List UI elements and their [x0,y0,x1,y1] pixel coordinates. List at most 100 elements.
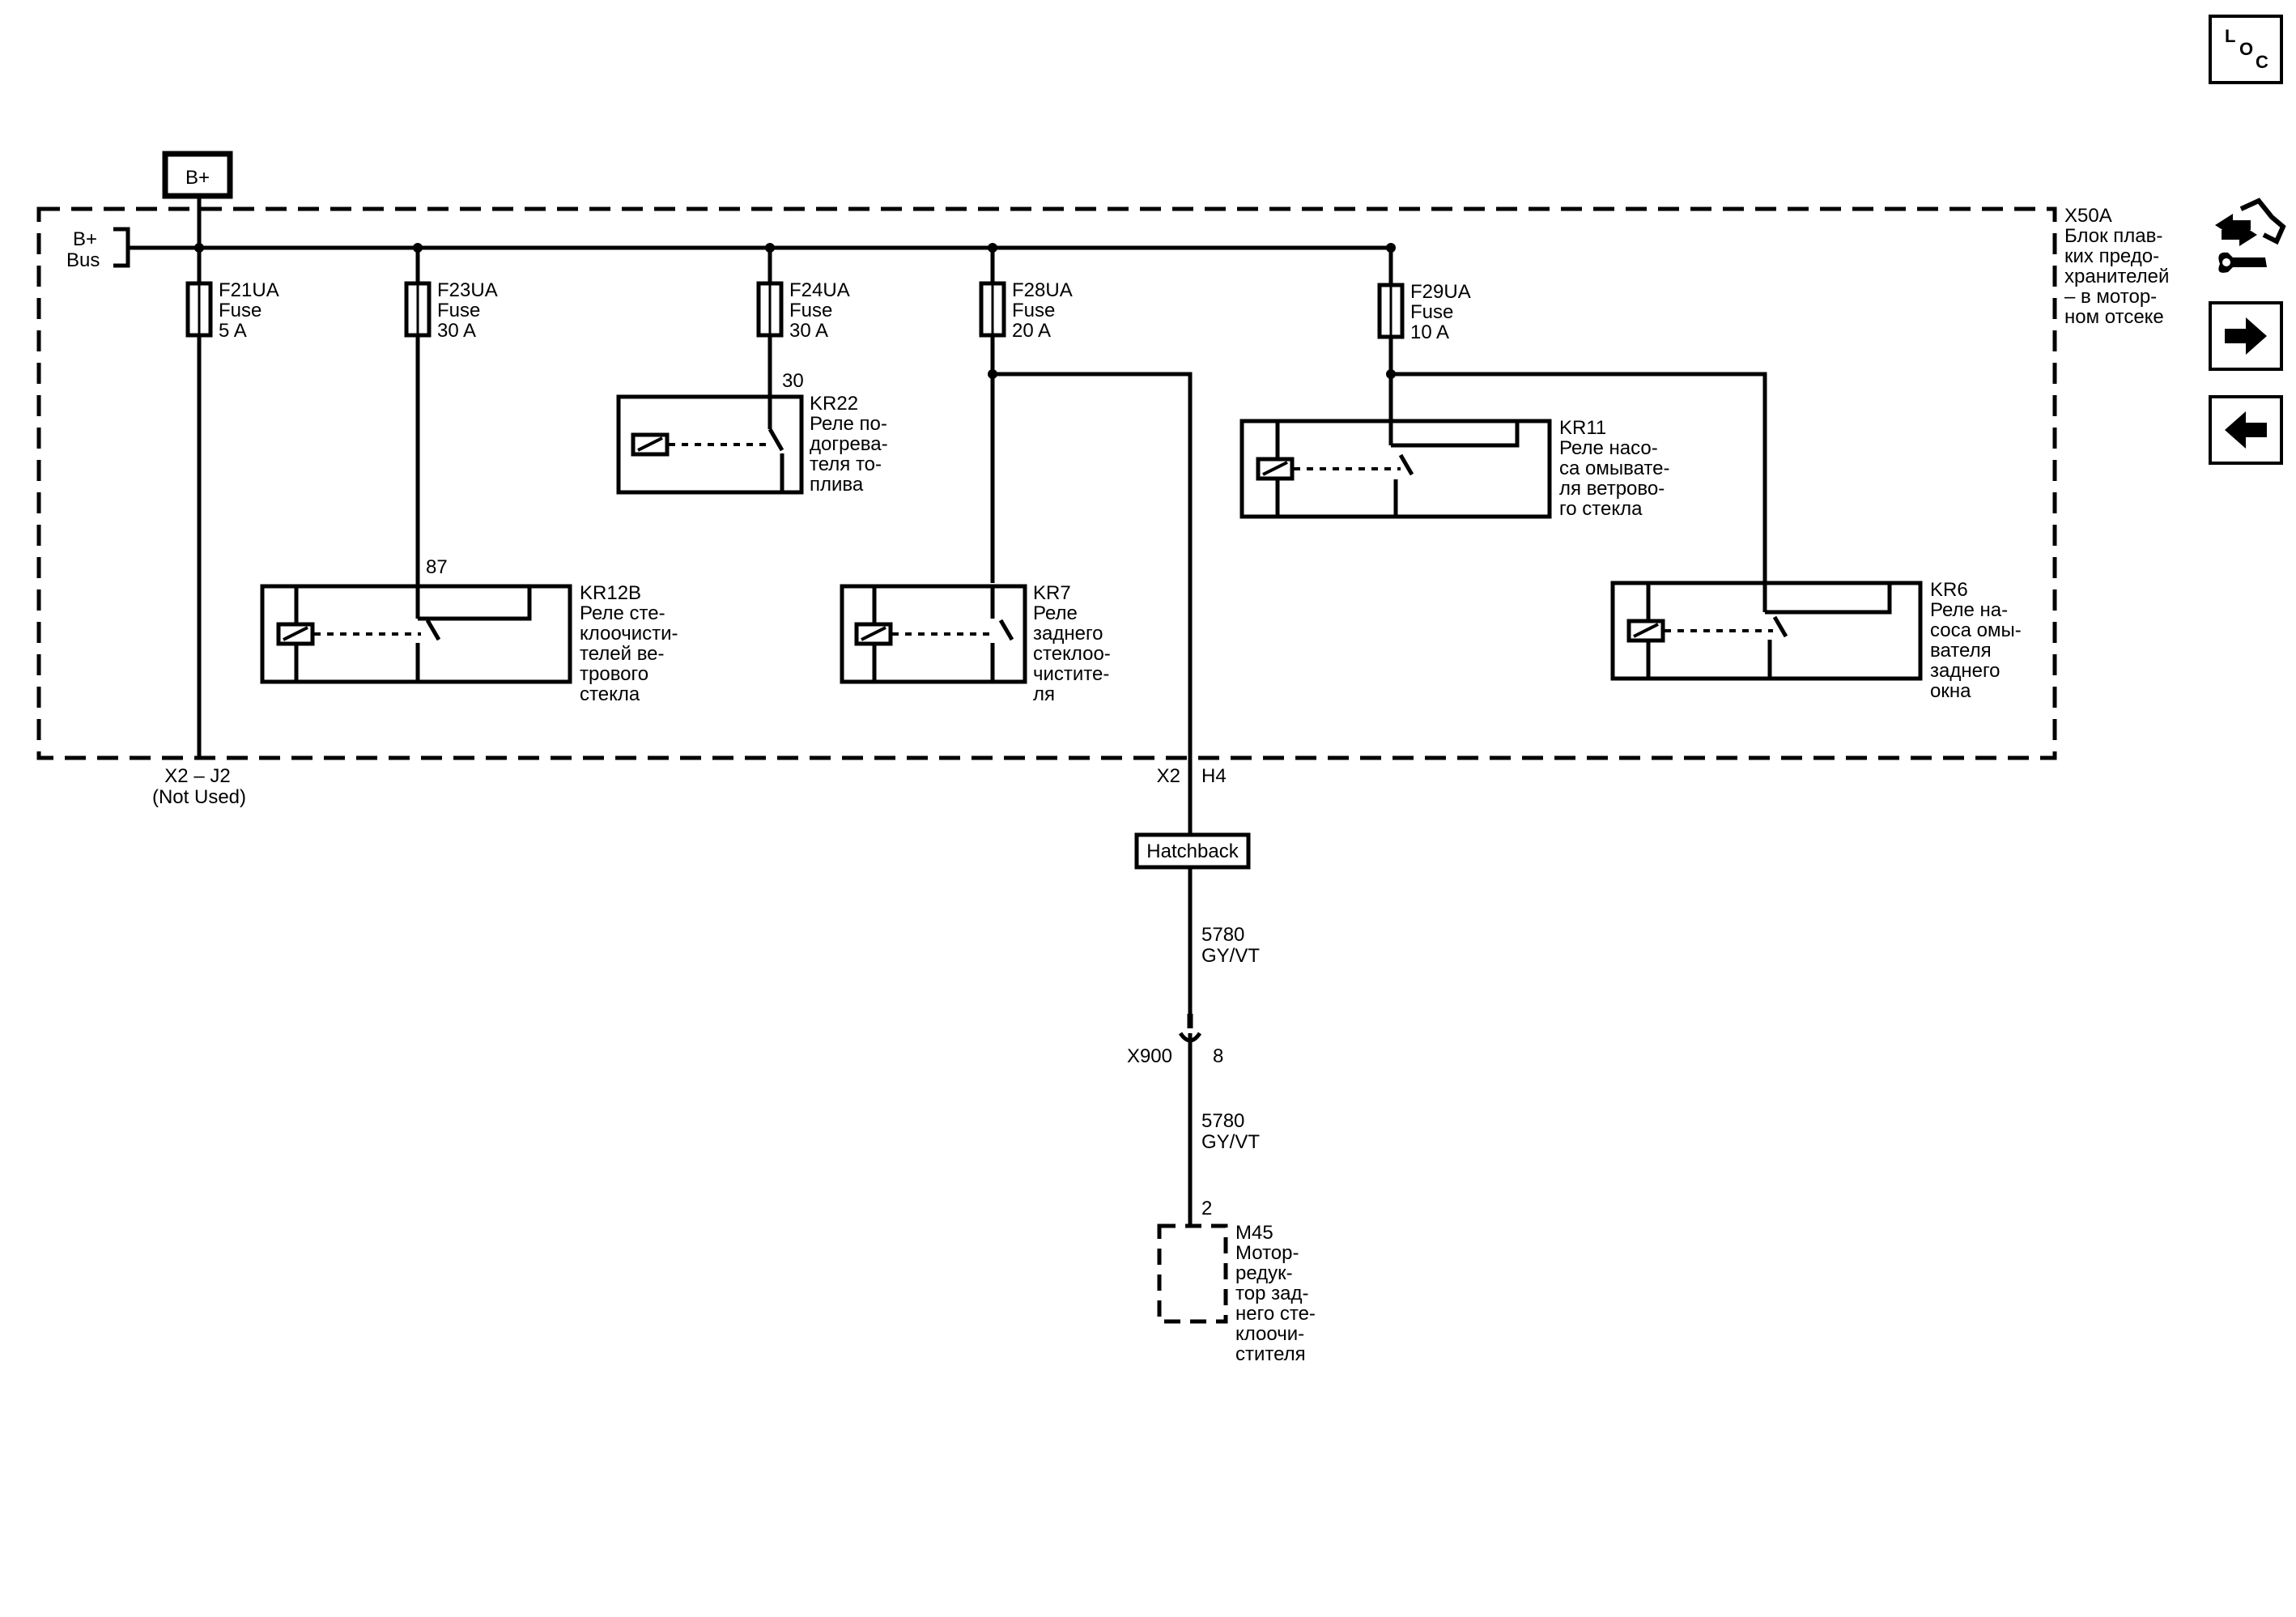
svg-text:KR7: KR7 [1033,582,1071,604]
fuse-f28ua: F28UA Fuse 20 A [979,248,1073,342]
svg-text:F28UA: F28UA [1012,279,1073,301]
svg-text:X900: X900 [1127,1045,1172,1067]
svg-text:ля ветрово-: ля ветрово- [1559,478,1665,500]
svg-text:Реле по-: Реле по- [810,413,887,435]
previous-page-button[interactable] [2209,395,2283,465]
svg-text:чистите-: чистите- [1033,663,1109,685]
svg-text:10 A: 10 A [1410,321,1449,343]
svg-text:30: 30 [782,370,804,392]
svg-text:Bus: Bus [66,249,100,271]
svg-text:Fuse: Fuse [1410,301,1453,323]
fuse-f23ua: F23UA Fuse 30 A [404,248,498,342]
svg-text:вателя: вателя [1930,640,1992,662]
connector-x900: X900 8 [1127,1014,1223,1067]
svg-text:Реле: Реле [1033,602,1078,624]
svg-text:F29UA: F29UA [1410,281,1471,303]
relay-kr11: KR11 Реле насо- са омывате- ля ветрово- … [1239,417,1669,520]
power-source-label: B+ [185,167,210,189]
motor-m45: 2 M45 Мотор- редук- тор зад- него сте- к… [1157,1198,1316,1365]
svg-text:5780: 5780 [1201,1110,1244,1132]
svg-text:30 A: 30 A [789,320,828,342]
svg-text:плива: плива [810,474,864,496]
power-source-b-plus: B+ [162,151,233,199]
svg-text:догрева-: догрева- [810,433,888,455]
svg-text:Fuse: Fuse [437,300,480,321]
svg-text:телей ве-: телей ве- [580,643,665,665]
loc-letter-o: O [2239,39,2254,59]
loc-letter-c: C [2256,52,2268,72]
svg-text:M45: M45 [1235,1222,1273,1244]
svg-text:Fuse: Fuse [789,300,832,321]
svg-text:F21UA: F21UA [219,279,279,301]
svg-text:KR22: KR22 [810,393,858,415]
svg-text:Блок плав-: Блок плав- [2064,225,2162,247]
svg-text:тор зад-: тор зад- [1235,1283,1308,1304]
svg-text:клоочисти-: клоочисти- [580,623,678,645]
arrow-right-icon [2225,317,2267,355]
service-info-icon[interactable] [2209,194,2286,283]
svg-text:Fuse: Fuse [1012,300,1055,321]
svg-text:(Not Used): (Not Used) [152,786,246,808]
svg-text:Hatchback: Hatchback [1146,840,1239,862]
svg-text:соса омы-: соса омы- [1930,619,2022,641]
svg-text:20 A: 20 A [1012,320,1051,342]
svg-text:B+: B+ [73,228,97,250]
svg-text:– в мотор-: – в мотор- [2064,286,2157,308]
svg-text:Реле насо-: Реле насо- [1559,437,1658,459]
wire-5780-lower-label: 5780 GY/VT [1201,1110,1260,1153]
option-box-hatchback: Hatchback [1134,832,1251,870]
svg-text:стекла: стекла [580,683,640,705]
svg-text:Реле сте-: Реле сте- [580,602,665,624]
svg-text:KR12B: KR12B [580,582,641,604]
relay-kr22: 30 KR22 Реле по- догрева- теля то- плива [616,370,888,496]
svg-text:8: 8 [1213,1045,1223,1067]
svg-text:KR11: KR11 [1559,417,1606,439]
service-info-glyph [2215,198,2286,273]
svg-text:него сте-: него сте- [1235,1303,1316,1325]
svg-text:F23UA: F23UA [437,279,498,301]
svg-text:редук-: редук- [1235,1262,1293,1284]
fuse-f21ua: F21UA Fuse 5 A [185,248,279,342]
bus-label: B+ Bus [66,227,130,271]
relay-kr12b: 87 KR12B Реле сте- клоочисти- телей ве- … [260,556,678,705]
arrow-left-icon [2225,411,2267,449]
svg-text:ном отсеке: ном отсеке [2064,306,2164,328]
svg-text:Реле на-: Реле на- [1930,599,2008,621]
svg-text:теля то-: теля то- [810,453,882,475]
fuse-block-boundary [36,206,2057,760]
next-page-button[interactable] [2209,301,2283,371]
connector-x2-h4: X2 H4 [1157,765,1227,787]
svg-text:2: 2 [1201,1198,1212,1219]
svg-text:заднего: заднего [1930,660,2000,682]
svg-text:X2: X2 [1157,765,1180,787]
svg-text:F24UA: F24UA [789,279,850,301]
svg-text:са омывате-: са омывате- [1559,457,1669,479]
svg-text:5780: 5780 [1201,924,1244,946]
loc-letter-l: L [2225,26,2236,46]
svg-text:ких предо-: ких предо- [2064,245,2159,267]
relay-kr6: KR6 Реле на- соса омы- вателя заднего ок… [1610,579,2022,702]
svg-text:30 A: 30 A [437,320,476,342]
connector-x2-j2: X2 – J2 (Not Used) [152,765,246,808]
svg-text:87: 87 [426,556,448,578]
svg-text:стеклоо-: стеклоо- [1033,643,1111,665]
fuse-f24ua: F24UA Fuse 30 A [756,248,850,342]
svg-text:KR6: KR6 [1930,579,1968,601]
svg-text:Мотор-: Мотор- [1235,1242,1299,1264]
svg-text:Fuse: Fuse [219,300,261,321]
svg-text:X50A: X50A [2064,205,2112,227]
relay-kr7: KR7 Реле заднего стеклоо- чистите- ля [840,582,1111,705]
svg-text:H4: H4 [1201,765,1227,787]
fuse-block-label: X50A Блок плав- ких предо- хранителей – … [2064,205,2169,328]
svg-text:хранителей: хранителей [2064,266,2169,287]
svg-text:го стекла: го стекла [1559,498,1643,520]
svg-text:стителя: стителя [1235,1343,1306,1365]
svg-text:5 A: 5 A [219,320,247,342]
fuse-f29ua: F29UA Fuse 10 A [1377,248,1471,343]
svg-text:GY/VT: GY/VT [1201,1131,1260,1153]
svg-text:трового: трового [580,663,648,685]
loc-button[interactable]: L O C [2209,15,2283,84]
wire-5780-upper-label: 5780 GY/VT [1201,924,1260,967]
svg-text:GY/VT: GY/VT [1201,945,1260,967]
